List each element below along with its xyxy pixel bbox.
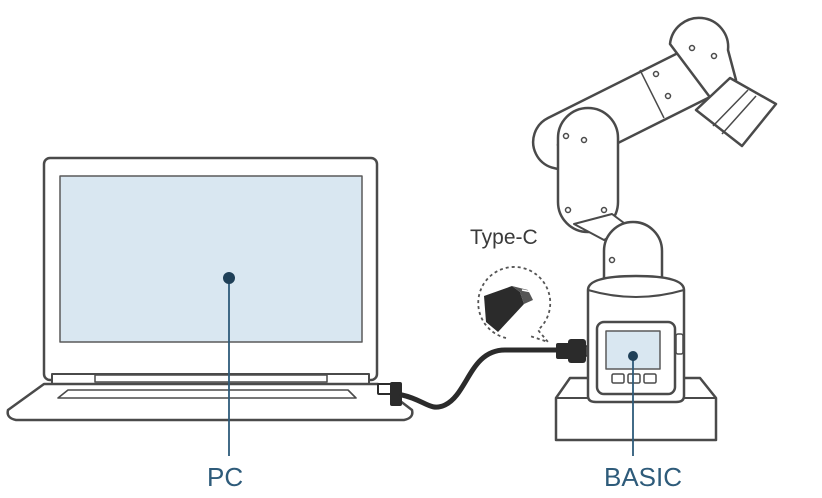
laptop-icon — [6, 156, 414, 422]
basic-label: BASIC — [604, 462, 682, 492]
end-effector — [694, 76, 778, 148]
usb-c-connector-icon — [484, 286, 533, 332]
pc-callout-dot — [223, 272, 235, 284]
type-c-callout: Type-C — [470, 226, 552, 344]
laptop-trackpad — [57, 389, 357, 399]
pc-label: PC — [207, 462, 243, 492]
pc-callout: PC — [207, 272, 243, 492]
controller-button-c — [643, 373, 657, 384]
controller-button-a — [611, 373, 625, 384]
mid-arm-link — [556, 106, 620, 234]
basic-callout-dot — [628, 351, 638, 361]
type-c-label: Type-C — [470, 226, 538, 249]
robot-arm-icon — [531, 16, 778, 442]
controller-button-b — [627, 373, 641, 384]
laptop-screen — [59, 175, 363, 343]
basic-callout: BASIC — [604, 351, 682, 492]
wrist-link — [668, 16, 738, 102]
